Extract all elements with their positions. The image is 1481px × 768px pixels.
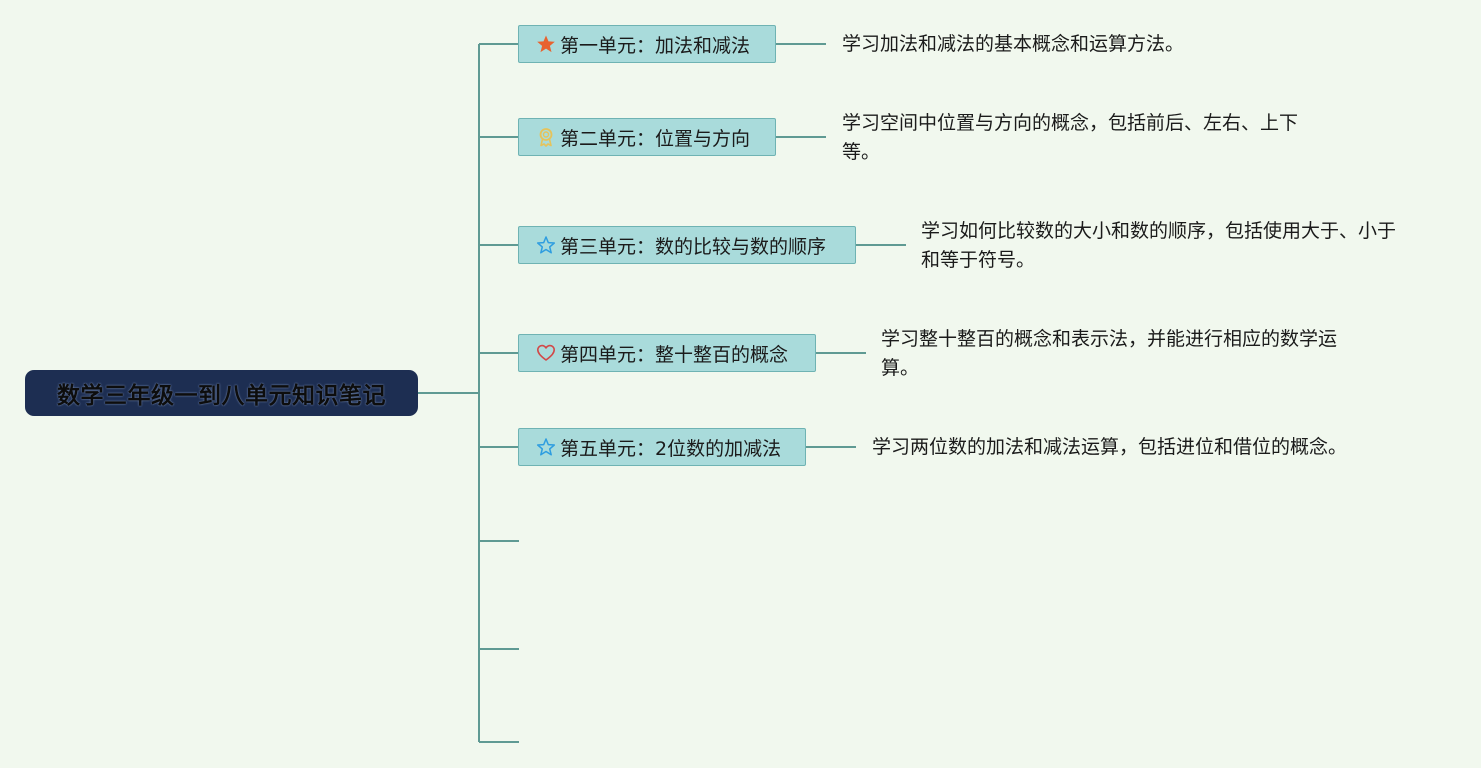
unit-node-2[interactable]: 第二单元：位置与方向 — [518, 118, 776, 156]
unit-label: 第一单元：加法和减法 — [560, 34, 751, 57]
description-line: 学习加法和减法的基本概念和运算方法。 — [842, 33, 1185, 55]
unit-description-4: 学习整十整百的概念和表示法，并能进行相应的数学运 算。 — [881, 325, 1337, 383]
star-outline-icon — [536, 437, 556, 457]
description-line: 学习整十整百的概念和表示法，并能进行相应的数学运 — [881, 328, 1338, 350]
unit-label: 第二单元：位置与方向 — [560, 127, 751, 150]
star-filled-icon — [536, 34, 556, 54]
description-line: 等。 — [842, 141, 881, 163]
unit-label: 第三单元：数的比较与数的顺序 — [560, 235, 827, 258]
unit-label: 第四单元：整十整百的概念 — [560, 343, 789, 366]
unit-node-4[interactable]: 第四单元：整十整百的概念 — [518, 334, 816, 372]
description-line: 学习空间中位置与方向的概念，包括前后、左右、上下 — [842, 112, 1299, 134]
description-line: 算。 — [881, 357, 920, 379]
unit-node-3[interactable]: 第三单元：数的比较与数的顺序 — [518, 226, 856, 264]
unit-description-1: 学习加法和减法的基本概念和运算方法。 — [842, 30, 1184, 59]
description-line: 学习两位数的加法和减法运算，包括进位和借位的概念。 — [872, 436, 1348, 458]
unit-label: 第五单元：2位数的加减法 — [560, 437, 782, 460]
unit-description-3: 学习如何比较数的大小和数的顺序，包括使用大于、小于 和等于符号。 — [921, 217, 1396, 275]
description-line: 学习如何比较数的大小和数的顺序，包括使用大于、小于 — [921, 220, 1397, 242]
unit-description-5: 学习两位数的加法和减法运算，包括进位和借位的概念。 — [872, 433, 1347, 462]
description-line: 和等于符号。 — [921, 249, 1036, 271]
unit-node-1[interactable]: 第一单元：加法和减法 — [518, 25, 776, 63]
heart-outline-icon — [536, 343, 556, 363]
ribbon-medal-icon — [536, 127, 556, 147]
root-topic[interactable]: 数学三年级一到八单元知识笔记 — [25, 370, 418, 416]
unit-node-5[interactable]: 第五单元：2位数的加减法 — [518, 428, 806, 466]
star-outline-icon — [536, 235, 556, 255]
unit-description-2: 学习空间中位置与方向的概念，包括前后、左右、上下 等。 — [842, 109, 1298, 167]
root-topic-label: 数学三年级一到八单元知识笔记 — [57, 383, 386, 409]
